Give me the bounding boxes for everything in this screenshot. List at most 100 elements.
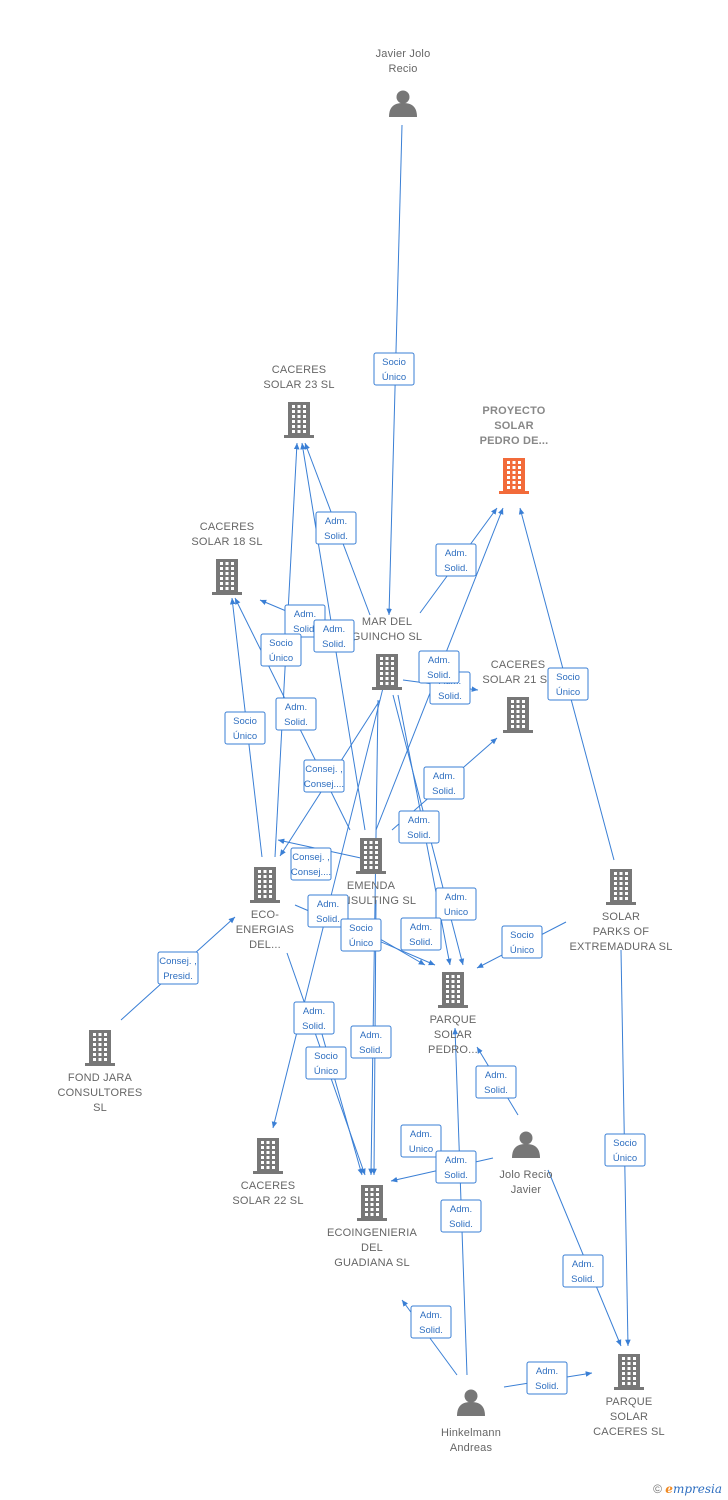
edge-label-text: Adm.: [325, 516, 347, 527]
edge-label-box: [501, 925, 543, 959]
edge-label-text: Unico: [444, 907, 468, 918]
edge-label-box: [423, 766, 465, 800]
edge-label[interactable]: Adm. Solid.: [400, 917, 442, 951]
edge-label-text: Adm.: [445, 892, 467, 903]
edge-label-text: Solid.: [444, 563, 468, 574]
node-label: SOLAR: [494, 420, 534, 432]
person-icon: [457, 1389, 485, 1416]
edge-label[interactable]: Consej. ,Consej....: [303, 759, 345, 793]
edge-label-box: [157, 951, 199, 985]
node-label: SOLAR: [434, 1029, 472, 1041]
node-label: PROYECTO: [482, 405, 545, 417]
edge-label-box: [604, 1133, 646, 1167]
edge-label-text: Unico: [409, 1144, 433, 1155]
edge-label-text: Solid.: [409, 937, 433, 948]
building-icon: [357, 1185, 387, 1221]
node-label: SOLAR 23 SL: [263, 379, 334, 391]
node-label: ECOINGENIERIA: [327, 1227, 417, 1239]
node-label: SOLAR 21 SL: [482, 674, 553, 686]
edge-label[interactable]: Adm.Unico: [400, 1124, 442, 1158]
node-label: Hinkelmann: [441, 1427, 501, 1439]
edge-label-text: Solid.: [419, 1325, 443, 1336]
edge-label[interactable]: Adm.Solid.: [350, 1025, 392, 1059]
edge-label-text: Solid.: [407, 830, 431, 841]
edge-label[interactable]: Adm.Solid.: [315, 511, 357, 545]
node-label: CACERES SL: [593, 1426, 665, 1438]
copyright-symbol: ©: [653, 1482, 662, 1496]
edge-label[interactable]: Consej. ,Presid.: [157, 951, 199, 985]
edge-label-text: Adm.: [450, 1204, 472, 1215]
building-icon: [250, 867, 280, 903]
node-label: Recio: [388, 63, 417, 75]
edge-label-text: Único: [510, 945, 534, 956]
node-label: CACERES: [491, 659, 546, 671]
edge-label[interactable]: Adm.Solid.: [307, 894, 349, 928]
footer-brand[interactable]: © empresia: [653, 1482, 722, 1496]
node-parque-solar-pedro[interactable]: PARQUESOLARPEDRO...: [428, 972, 478, 1056]
building-icon: [253, 1138, 283, 1174]
edge-label[interactable]: Consej. ,Consej....: [290, 847, 332, 881]
edge-label-box: [307, 894, 349, 928]
node-caceres-solar-21[interactable]: CACERES SOLAR 21 SL: [482, 659, 553, 733]
edge-label[interactable]: Adm.Solid.: [398, 810, 440, 844]
edge-label-text: Adm.: [303, 1006, 325, 1017]
node-eco-energias[interactable]: ECO-ENERGIASDEL...: [236, 867, 294, 951]
node-label: SOLAR: [610, 1411, 648, 1423]
node-label: CACERES: [241, 1180, 296, 1192]
edge-label[interactable]: Adm.Solid.: [435, 543, 477, 577]
edge-label-text: Consej....: [304, 779, 344, 790]
edge-label-text: Único: [613, 1153, 637, 1164]
edge-label-text: Adm.: [572, 1259, 594, 1270]
edge-label-text: Socio: [349, 923, 373, 934]
edge-label[interactable]: Adm.Solid.: [435, 1150, 477, 1184]
edge-label-text: Solid.: [359, 1045, 383, 1056]
edge-label[interactable]: Adm. Unico: [435, 887, 477, 921]
person-icon: [512, 1131, 540, 1158]
edge-label-box: [435, 887, 477, 921]
edge-label[interactable]: Adm.Solid.: [475, 1065, 517, 1099]
edge-label[interactable]: Adm.Solid.: [275, 697, 317, 731]
node-label: SOLAR 22 SL: [232, 1195, 303, 1207]
edge-label[interactable]: Adm.Solid.: [410, 1305, 452, 1339]
building-icon: [372, 654, 402, 690]
node-label: DEL: [361, 1242, 383, 1254]
edge-label-text: Adm.: [323, 624, 345, 635]
node-label: SL: [93, 1102, 107, 1114]
edge-label[interactable]: Adm.Solid.: [313, 619, 355, 653]
edge-label-text: Adm.: [410, 922, 432, 933]
node-label: DEL...: [249, 939, 281, 951]
node-label: PARQUE: [430, 1014, 477, 1026]
node-label: SOLAR 18 SL: [191, 536, 262, 548]
edge-label-text: Consej....: [291, 867, 331, 878]
edge-label-text: Consej. ,: [159, 956, 197, 967]
edge-label[interactable]: Adm.Solid.: [562, 1254, 604, 1288]
edge-label[interactable]: Adm.Solid.: [526, 1361, 568, 1395]
node-caceres-solar-22[interactable]: CACERES SOLAR 22 SL: [232, 1138, 303, 1207]
edge-label[interactable]: Adm.Solid.: [423, 766, 465, 800]
edge-label[interactable]: Adm.Solid.: [418, 650, 460, 684]
edge-label[interactable]: Adm.Solid.: [293, 1001, 335, 1035]
edge-label[interactable]: Adm.Solid.: [440, 1199, 482, 1233]
edge-label-text: Adm.: [485, 1070, 507, 1081]
